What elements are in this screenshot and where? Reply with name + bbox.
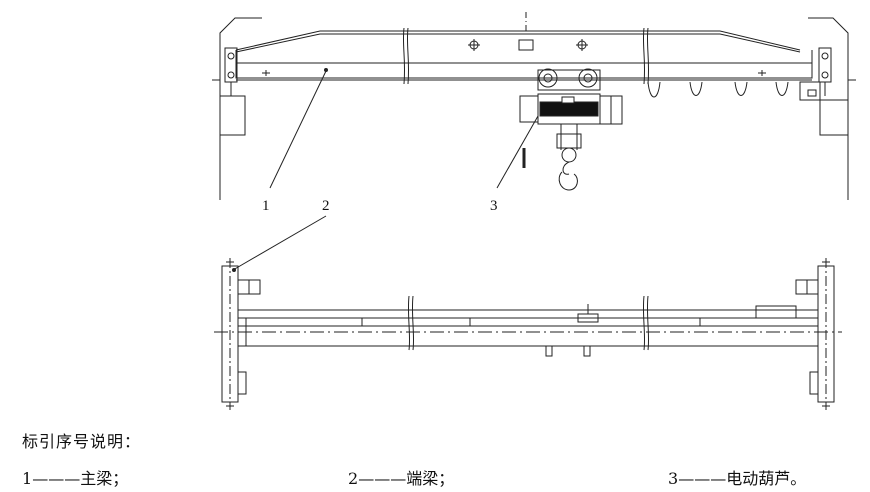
callout-2: 2 — [322, 198, 330, 214]
main-girder — [235, 12, 813, 85]
legend-text: 端梁； — [406, 469, 455, 488]
legend-number: 1 — [22, 469, 33, 488]
crane-drawing: 1 2 3 — [212, 12, 856, 410]
plan-view — [214, 258, 842, 410]
main-girder-plan — [214, 295, 842, 357]
legend-number: 2 — [348, 469, 359, 488]
right-end-beam — [795, 258, 835, 410]
front-elevation — [212, 12, 856, 200]
electric-hoist — [519, 68, 623, 191]
legend-text: 主梁； — [80, 469, 129, 488]
callout-3: 3 — [490, 198, 498, 214]
callout-1: 1 — [262, 198, 270, 214]
legend-title: 标引序号说明： — [22, 432, 142, 451]
legend-dash: ——— — [678, 469, 727, 488]
legend-dash: ——— — [32, 469, 81, 488]
legend-item-end-beam: 2———端梁； — [348, 465, 454, 489]
right-end-carriage — [799, 47, 832, 101]
legend-number: 3 — [668, 469, 679, 488]
left-end-carriage — [224, 47, 238, 96]
left-column — [212, 17, 262, 200]
legend-text: 电动葫芦。 — [726, 469, 807, 488]
legend-dash: ——— — [358, 469, 407, 488]
leader-lines — [232, 70, 539, 271]
right-column — [808, 17, 856, 200]
legend-item-main-girder: 1———主梁； — [22, 465, 128, 489]
left-end-beam — [221, 258, 261, 410]
festoon-cables — [647, 81, 789, 98]
legend-item-electric-hoist: 3———电动葫芦。 — [668, 465, 806, 489]
